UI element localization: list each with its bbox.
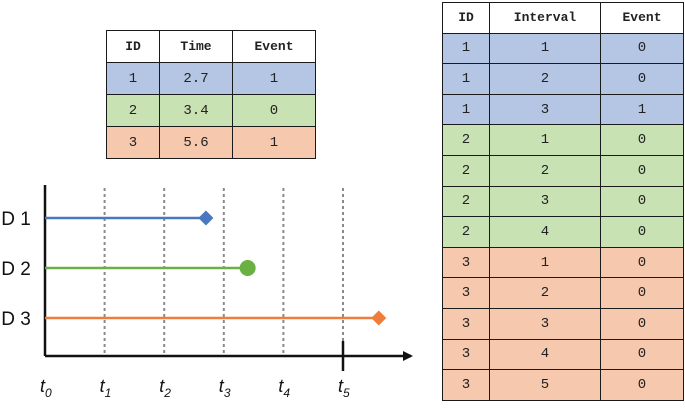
cell-time: 5.6 [159,126,233,159]
cell-id: 1 [442,32,490,65]
cell-event: 0 [600,63,684,95]
table-row: 3 5.6 1 [106,126,316,159]
cell-time: 3.4 [159,94,233,127]
table-row: 1 2.7 1 [106,62,316,95]
tick-label-t5: t5 [338,376,350,400]
time-tick-labels: t0 t1 t2 t3 t4 t5 [40,376,350,400]
cell-id: 2 [442,216,490,248]
cell-event: 0 [600,154,684,187]
cell-interval: 1 [489,32,601,65]
cell-id: 2 [442,185,490,218]
event-time-table: ID Time Event 1 2.7 1 2 3.4 0 3 5.6 1 [106,30,316,159]
cell-id: 3 [442,307,490,340]
cell-interval: 4 [489,216,601,248]
cell-event: 0 [600,32,684,65]
cell-id: 3 [442,369,490,401]
tick-label-t0: t0 [40,376,52,400]
header-event: Event [600,2,684,34]
tick-label-t2: t2 [159,376,171,400]
cell-event: 1 [232,62,316,95]
cell-event: 0 [600,369,684,401]
table-row: 2 3.4 0 [106,94,316,127]
cell-event: 0 [600,338,684,371]
cell-id: 3 [106,126,160,159]
cell-id: 3 [442,246,490,279]
cell-interval: 1 [489,124,601,156]
cell-id: 2 [442,124,490,156]
cell-interval: 5 [489,369,601,401]
header-id: ID [106,30,160,63]
table-header-row: ID Time Event [106,30,316,63]
subject-label: ID 1 [0,209,31,230]
table-header-row: ID Interval Event [442,2,684,34]
cell-id: 3 [442,277,490,309]
cell-interval: 2 [489,277,601,309]
header-interval: Interval [489,2,601,34]
header-id: ID [442,2,490,34]
cell-interval: 1 [489,246,601,279]
cell-event: 0 [600,124,684,156]
tick-label-t1: t1 [100,376,112,400]
cell-event: 0 [600,246,684,279]
cell-interval: 3 [489,307,601,340]
time-grid-lines [103,188,344,354]
cell-event: 0 [600,185,684,218]
cell-event: 0 [600,307,684,340]
tick-label-t4: t4 [278,376,290,400]
cell-event: 1 [600,93,684,126]
cell-time: 2.7 [159,62,233,95]
cell-event: 0 [600,216,684,248]
cell-interval: 4 [489,338,601,371]
tick-label-t3: t3 [219,376,231,400]
follow-up-timeline: ID 1 ID 2 ID 3 t0 t1 t2 t3 t4 t5 [0,185,413,400]
cell-id: 3 [442,338,490,371]
subject-label: ID 2 [0,259,31,280]
subject-label: ID 3 [0,309,31,330]
cell-id: 2 [442,154,490,187]
event-marker [371,310,387,326]
cell-id: 2 [106,94,160,127]
event-marker [198,210,214,226]
cell-interval: 2 [489,63,601,95]
cell-interval: 2 [489,154,601,187]
cell-id: 1 [442,93,490,126]
cell-event: 0 [600,277,684,309]
subject-lines: ID 1 ID 2 ID 3 [0,209,387,330]
censored-marker [239,260,256,276]
cell-interval: 3 [489,93,601,126]
cell-event: 1 [232,126,316,159]
cell-id: 1 [442,63,490,95]
cell-interval: 3 [489,185,601,218]
